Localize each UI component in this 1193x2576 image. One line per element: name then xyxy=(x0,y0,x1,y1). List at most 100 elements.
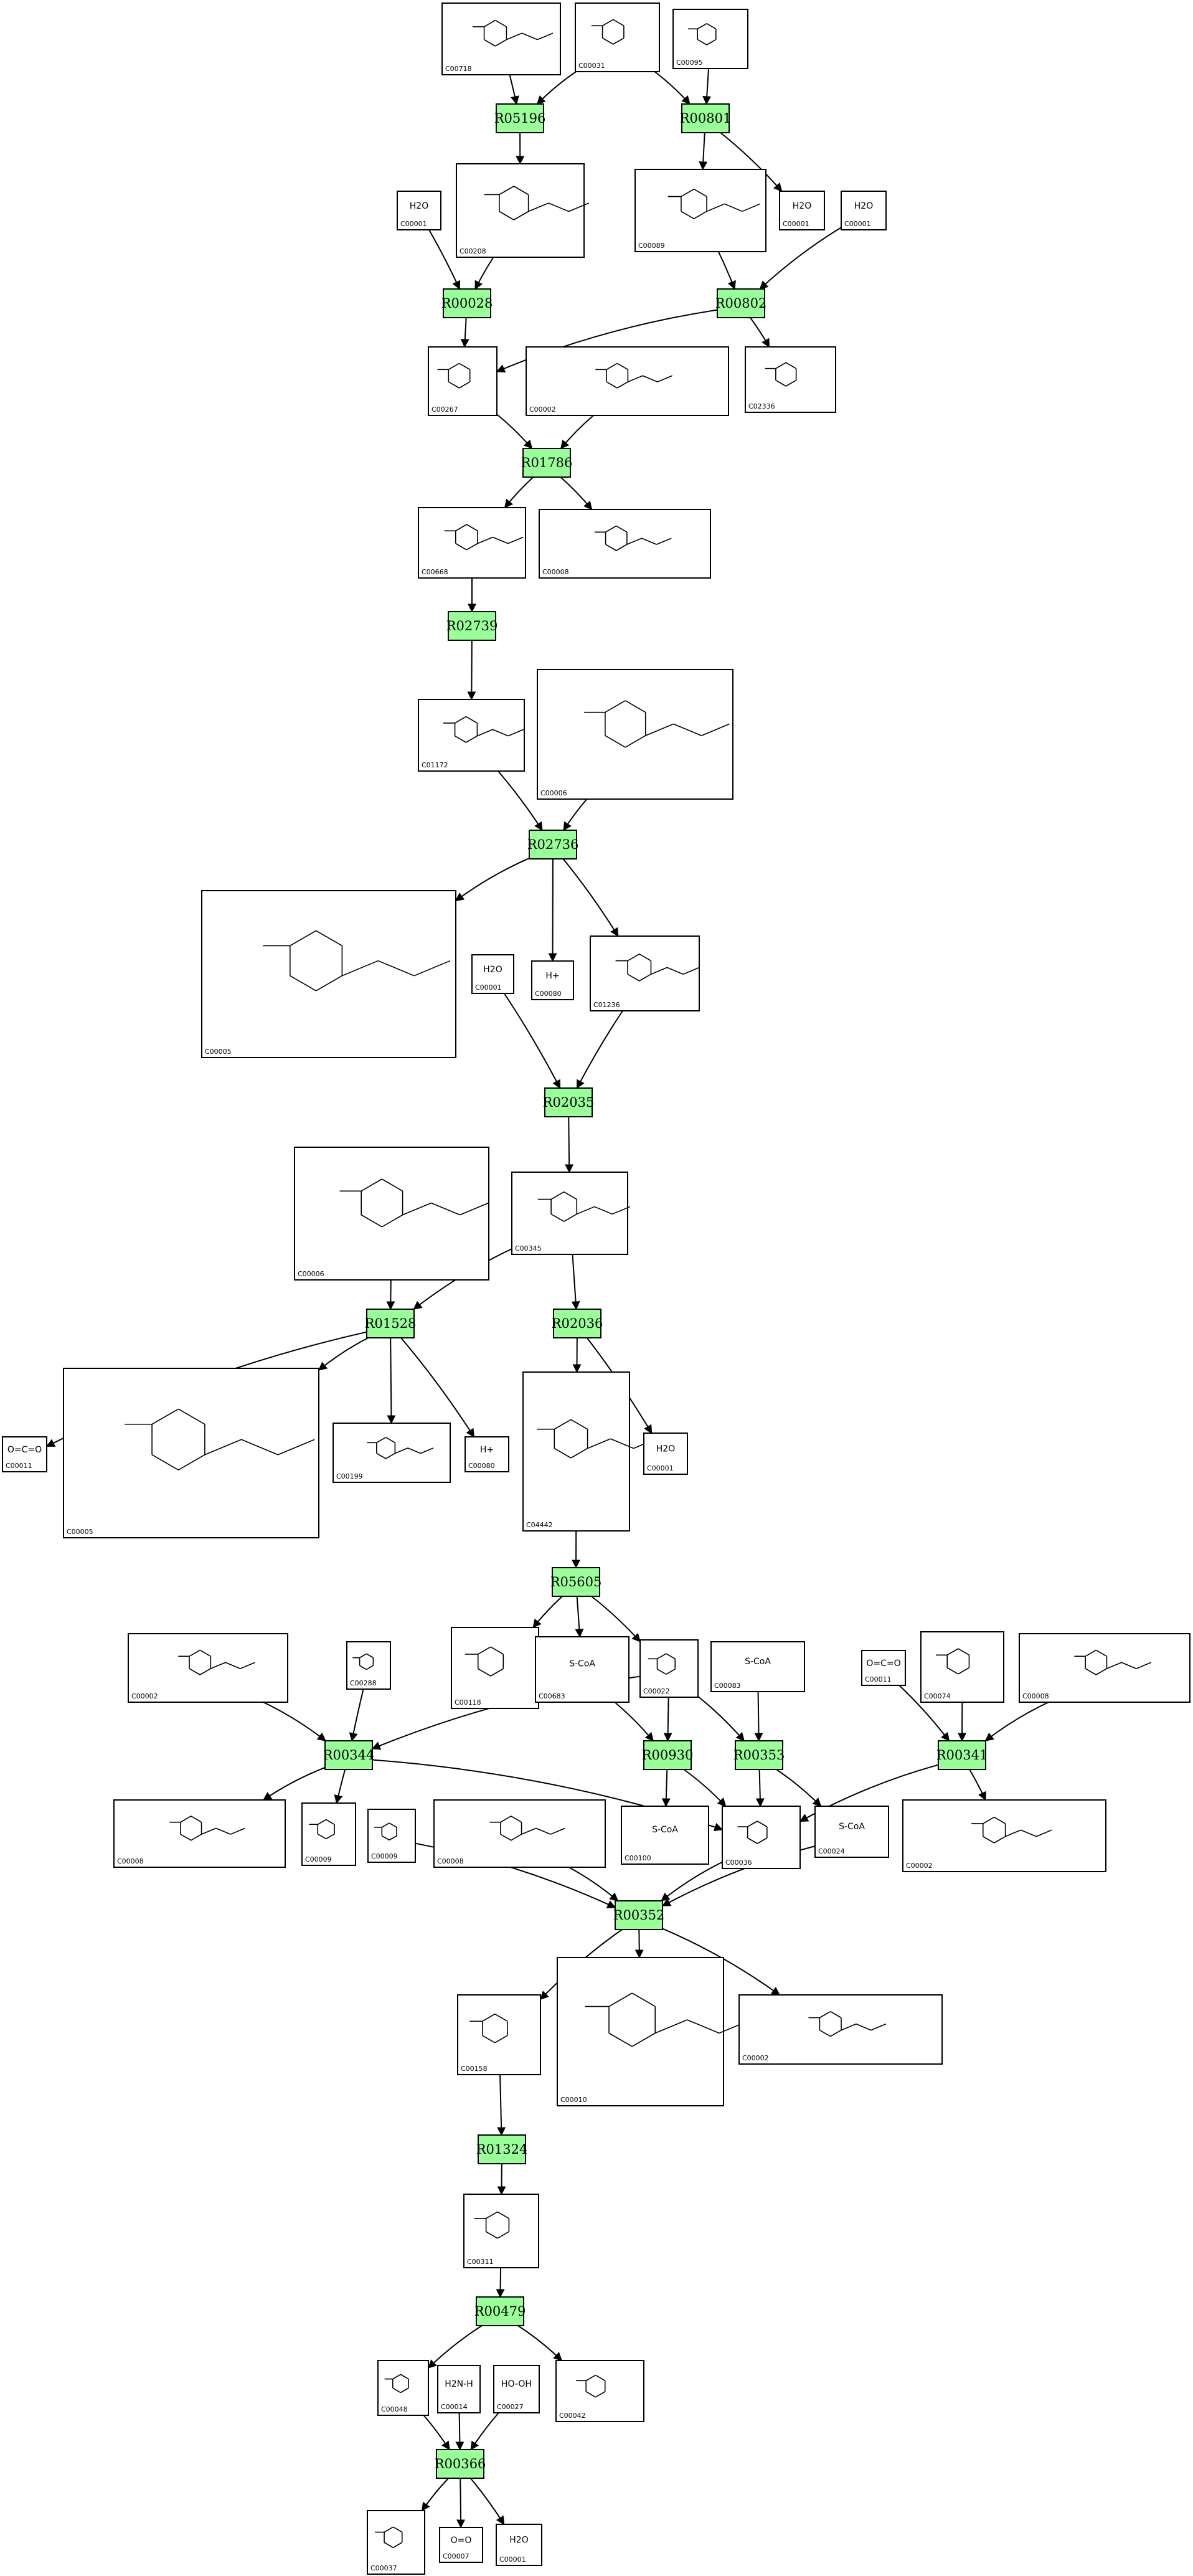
compound-c00022[interactable]: C00022 xyxy=(639,1639,699,1698)
compound-box[interactable] xyxy=(2,1436,47,1472)
compound-c00008b[interactable]: C00008 xyxy=(1019,1633,1191,1703)
reaction-box[interactable] xyxy=(443,288,491,318)
compound-c00002d[interactable]: C00002 xyxy=(738,1994,943,2065)
compound-box[interactable] xyxy=(397,191,441,230)
reaction-box[interactable] xyxy=(735,1740,783,1770)
reaction-box[interactable] xyxy=(544,1087,593,1117)
reaction-box[interactable] xyxy=(552,1567,600,1597)
compound-c01172[interactable]: C01172 xyxy=(418,699,525,772)
compound-box[interactable] xyxy=(441,2,561,75)
compound-box[interactable] xyxy=(861,1650,906,1686)
compound-c00008d[interactable]: C00008 xyxy=(433,1799,606,1868)
reaction-box[interactable] xyxy=(553,1309,601,1338)
compound-c00288[interactable]: C00288 xyxy=(346,1641,391,1690)
compound-c00006a[interactable]: C00006 xyxy=(537,669,733,800)
reaction-box[interactable] xyxy=(529,830,577,859)
compound-box[interactable] xyxy=(779,191,825,230)
reaction-r05196[interactable]: R05196 xyxy=(494,103,546,133)
compound-c00668[interactable]: C00668 xyxy=(418,507,526,579)
compound-box[interactable] xyxy=(367,2510,425,2575)
compound-c00008[interactable]: C00008 xyxy=(539,509,711,579)
reaction-box[interactable] xyxy=(436,2449,484,2479)
compound-c00037[interactable]: C00037 xyxy=(367,2510,425,2575)
compound-box[interactable] xyxy=(457,1994,541,2075)
reaction-r00802[interactable]: R00802 xyxy=(715,288,767,318)
compound-c00208[interactable]: C00208 xyxy=(456,163,590,258)
compound-box[interactable] xyxy=(128,1633,288,1703)
compound-c00031[interactable]: C00031 xyxy=(575,2,660,72)
compound-box[interactable] xyxy=(557,1957,724,2106)
compound-box[interactable] xyxy=(428,346,497,416)
compound-box[interactable] xyxy=(63,1368,319,1538)
reaction-r05605[interactable]: R05605 xyxy=(550,1567,602,1597)
reaction-r00930[interactable]: R00930 xyxy=(642,1740,694,1770)
reaction-r00341[interactable]: R00341 xyxy=(936,1740,988,1770)
reaction-r00366[interactable]: R00366 xyxy=(435,2449,486,2479)
compound-c00074[interactable]: C00074 xyxy=(920,1631,1004,1703)
compound-box[interactable] xyxy=(332,1423,451,1483)
reaction-r00028[interactable]: R00028 xyxy=(441,288,493,318)
compound-c00080a[interactable]: H+C00080 xyxy=(531,960,574,1000)
reaction-r00352[interactable]: R00352 xyxy=(613,1900,665,1930)
compound-box[interactable] xyxy=(526,346,729,416)
compound-box[interactable] xyxy=(745,346,836,413)
compound-box[interactable] xyxy=(346,1641,391,1690)
compound-box[interactable] xyxy=(555,2360,644,2422)
compound-c00095[interactable]: C00095 xyxy=(672,9,748,69)
compound-c00345[interactable]: C00345 xyxy=(511,1172,631,1255)
compound-box[interactable] xyxy=(643,1432,688,1475)
compound-box[interactable] xyxy=(539,509,711,579)
compound-c00158[interactable]: C00158 xyxy=(457,1994,541,2075)
compound-box[interactable] xyxy=(301,1802,356,1866)
compound-box[interactable] xyxy=(814,1806,889,1858)
compound-box[interactable] xyxy=(456,163,585,258)
compound-box[interactable] xyxy=(496,2524,542,2566)
compound-c00010[interactable]: C00010 xyxy=(557,1957,752,2106)
compound-c00006b[interactable]: C00006 xyxy=(294,1147,489,1281)
compound-box[interactable] xyxy=(367,1809,416,1863)
compound-box[interactable] xyxy=(493,2365,540,2413)
compound-c00005b[interactable]: C00005 xyxy=(63,1368,319,1538)
compound-c00048[interactable]: C00048 xyxy=(377,2360,429,2416)
compound-box[interactable] xyxy=(511,1172,628,1255)
reaction-box[interactable] xyxy=(448,611,496,641)
compound-box[interactable] xyxy=(738,1994,943,2065)
compound-box[interactable] xyxy=(537,669,733,800)
reaction-box[interactable] xyxy=(324,1740,373,1770)
compound-box[interactable] xyxy=(531,960,574,1000)
compound-c04442[interactable]: C04442 xyxy=(522,1371,657,1532)
compound-c00002c[interactable]: C00002 xyxy=(902,1799,1106,1872)
compound-box[interactable] xyxy=(672,9,748,69)
reaction-r01324[interactable]: R01324 xyxy=(476,2134,528,2164)
compound-c00005a[interactable]: C00005 xyxy=(201,890,456,1058)
compound-box[interactable] xyxy=(418,699,525,772)
compound-box[interactable] xyxy=(439,2527,483,2563)
compound-c00199[interactable]: C00199 xyxy=(332,1423,451,1483)
compound-c00718[interactable]: C00718 xyxy=(441,2,561,75)
compound-box[interactable] xyxy=(463,2194,539,2268)
reaction-r01786[interactable]: R01786 xyxy=(521,448,573,478)
compound-box[interactable] xyxy=(634,169,766,252)
reaction-box[interactable] xyxy=(938,1740,986,1770)
reaction-box[interactable] xyxy=(681,103,730,133)
compound-c00311[interactable]: C00311 xyxy=(463,2194,539,2268)
reaction-r01528[interactable]: R01528 xyxy=(365,1309,417,1338)
compound-box[interactable] xyxy=(535,1636,630,1703)
compound-c02336[interactable]: C02336 xyxy=(745,346,836,413)
reaction-r02739[interactable]: R02739 xyxy=(446,611,498,641)
reaction-box[interactable] xyxy=(476,2296,524,2326)
reaction-box[interactable] xyxy=(717,288,765,318)
compound-c00118[interactable]: C00118 xyxy=(451,1627,539,1709)
